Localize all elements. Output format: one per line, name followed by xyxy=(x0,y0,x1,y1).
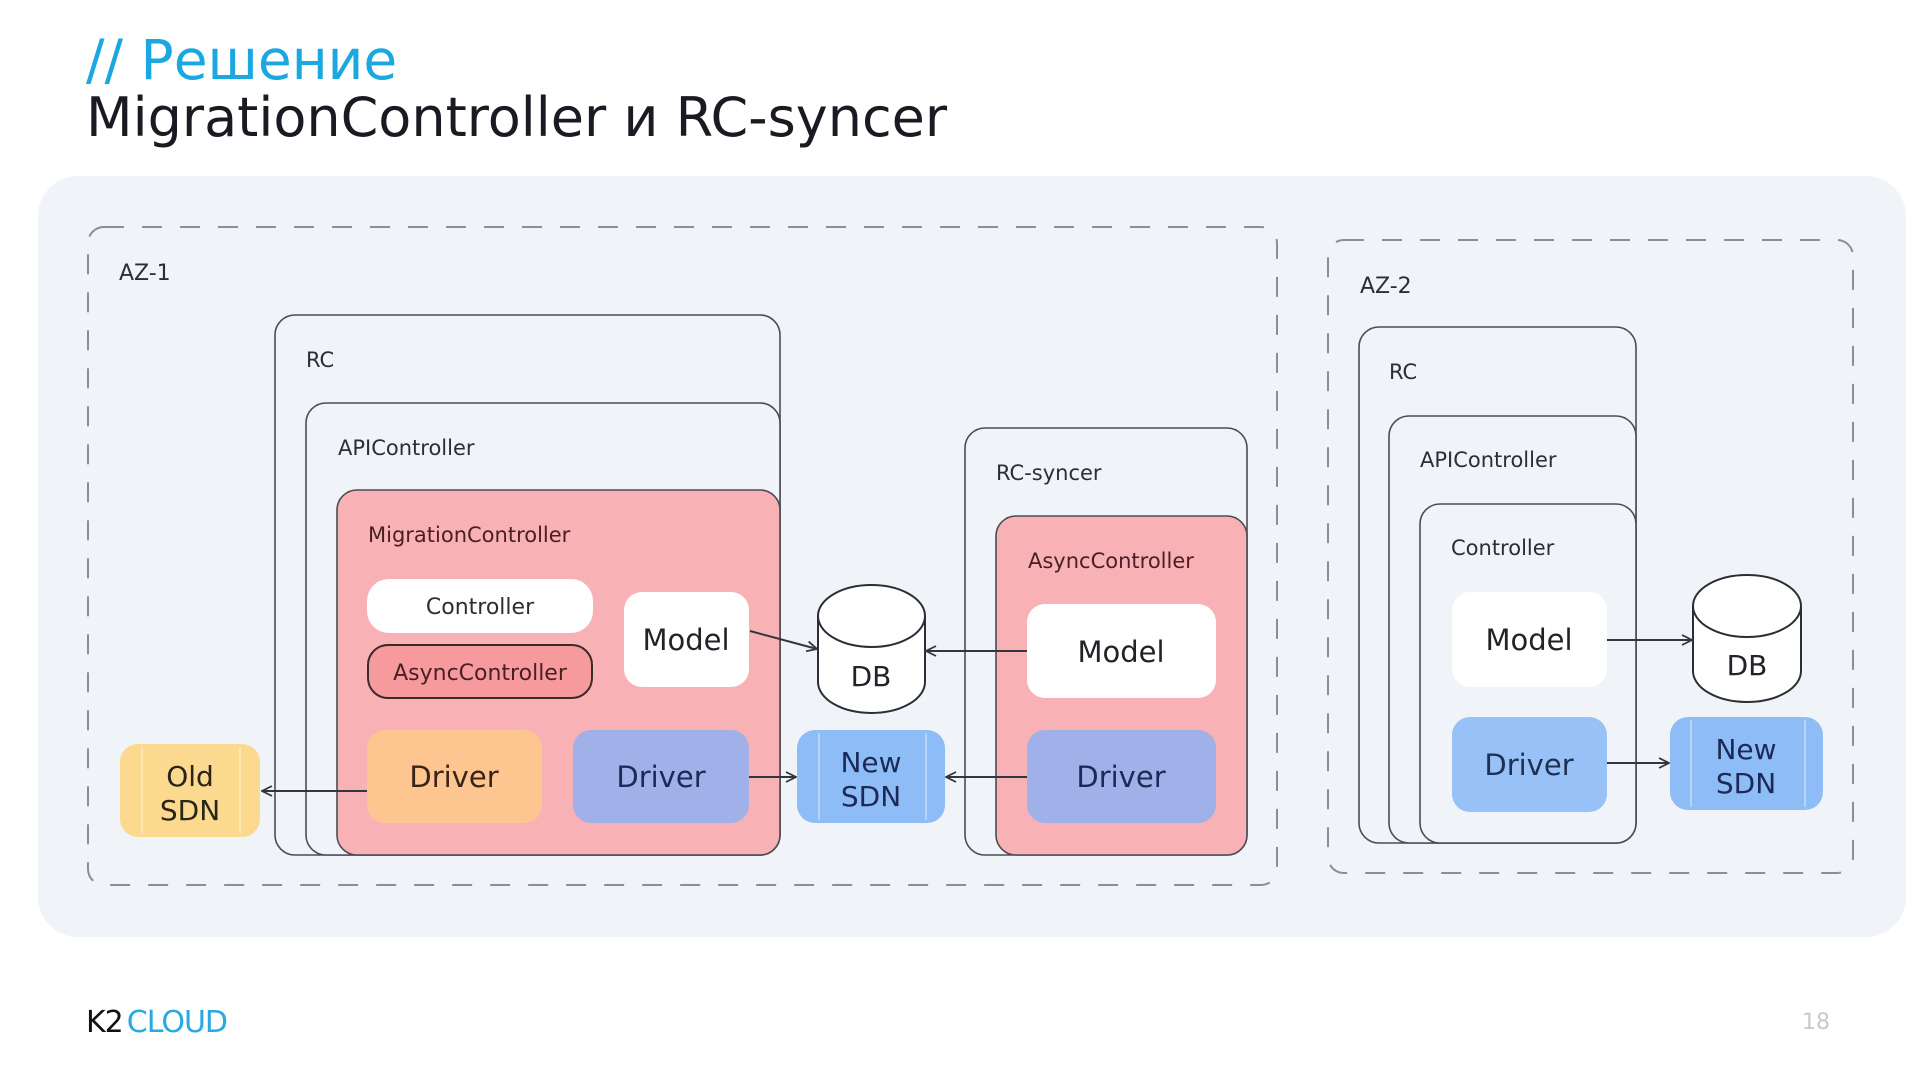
az2-db-label: DB xyxy=(1727,649,1768,682)
old-sdn-box[interactable] xyxy=(120,744,260,837)
az1-db-label: DB xyxy=(851,660,892,693)
old-driver-box[interactable] xyxy=(367,730,542,823)
migration-controller-label: MigrationController xyxy=(368,523,571,547)
syncer-driver-box[interactable] xyxy=(1027,730,1216,823)
az1-label: AZ-1 xyxy=(119,261,171,286)
az2-new-sdn-box[interactable] xyxy=(1670,717,1823,810)
old-sdn-label-line2: SDN xyxy=(160,794,220,827)
logo-k2: K2 xyxy=(86,1005,124,1040)
syncer-model-label: Model xyxy=(1077,635,1164,669)
az1-new-sdn-node[interactable]: New SDN xyxy=(797,730,945,823)
new-driver-label: Driver xyxy=(616,760,705,794)
az1-db-top xyxy=(817,584,926,648)
logo-cloud: CLOUD xyxy=(126,1005,228,1040)
syncer-model-box[interactable] xyxy=(1027,604,1216,698)
az1-zone xyxy=(87,226,1278,886)
az1-new-sdn-box[interactable] xyxy=(797,730,945,823)
controller-pill-label: Controller xyxy=(426,595,535,620)
new-driver-box[interactable] xyxy=(573,730,749,823)
az2-new-sdn-label-line1: New xyxy=(1715,733,1776,766)
rc-syncer-label: RC-syncer xyxy=(996,461,1102,485)
az2-label: AZ-2 xyxy=(1360,274,1412,299)
az2-controller-label: Controller xyxy=(1451,536,1555,560)
az2-driver-label: Driver xyxy=(1484,748,1573,782)
az1-db-node[interactable]: DB xyxy=(817,584,926,714)
az1-rc-label: RC xyxy=(306,348,334,372)
async-controller-pill[interactable] xyxy=(367,644,593,699)
az1-api-controller-label: APIController xyxy=(338,436,475,460)
az2-model-box[interactable] xyxy=(1452,592,1607,687)
az2-db-top xyxy=(1692,574,1802,638)
az2-db-node[interactable]: DB xyxy=(1692,574,1802,703)
old-sdn-node[interactable]: Old SDN xyxy=(120,744,260,837)
syncer-driver-label: Driver xyxy=(1076,760,1165,794)
async-controller-pill-label: AsyncController xyxy=(393,661,568,686)
az2-new-sdn-node[interactable]: New SDN xyxy=(1670,717,1823,810)
syncer-async-controller-label: AsyncController xyxy=(1028,549,1194,573)
az2-driver-box[interactable] xyxy=(1452,717,1607,812)
az2-new-sdn-label-line2: SDN xyxy=(1716,767,1776,800)
migration-model-label: Model xyxy=(642,623,729,657)
az2-api-controller-label: APIController xyxy=(1420,448,1557,472)
arrow-migration-model-to-db xyxy=(749,630,817,649)
slide-kicker: // Решение xyxy=(86,28,398,92)
az1-new-sdn-label-line1: New xyxy=(840,746,901,779)
az2-zone xyxy=(1327,239,1854,874)
controller-pill[interactable] xyxy=(367,579,593,633)
old-sdn-label-line1: Old xyxy=(166,760,214,793)
migration-model-box[interactable] xyxy=(624,592,749,687)
az1-new-sdn-label-line2: SDN xyxy=(841,780,901,813)
old-driver-label: Driver xyxy=(409,760,498,794)
az2-model-label: Model xyxy=(1485,623,1572,657)
page-number: 18 xyxy=(1802,1010,1830,1035)
slide-title: MigrationController и RC-syncer xyxy=(86,86,948,149)
az2-rc-label: RC xyxy=(1389,360,1417,384)
